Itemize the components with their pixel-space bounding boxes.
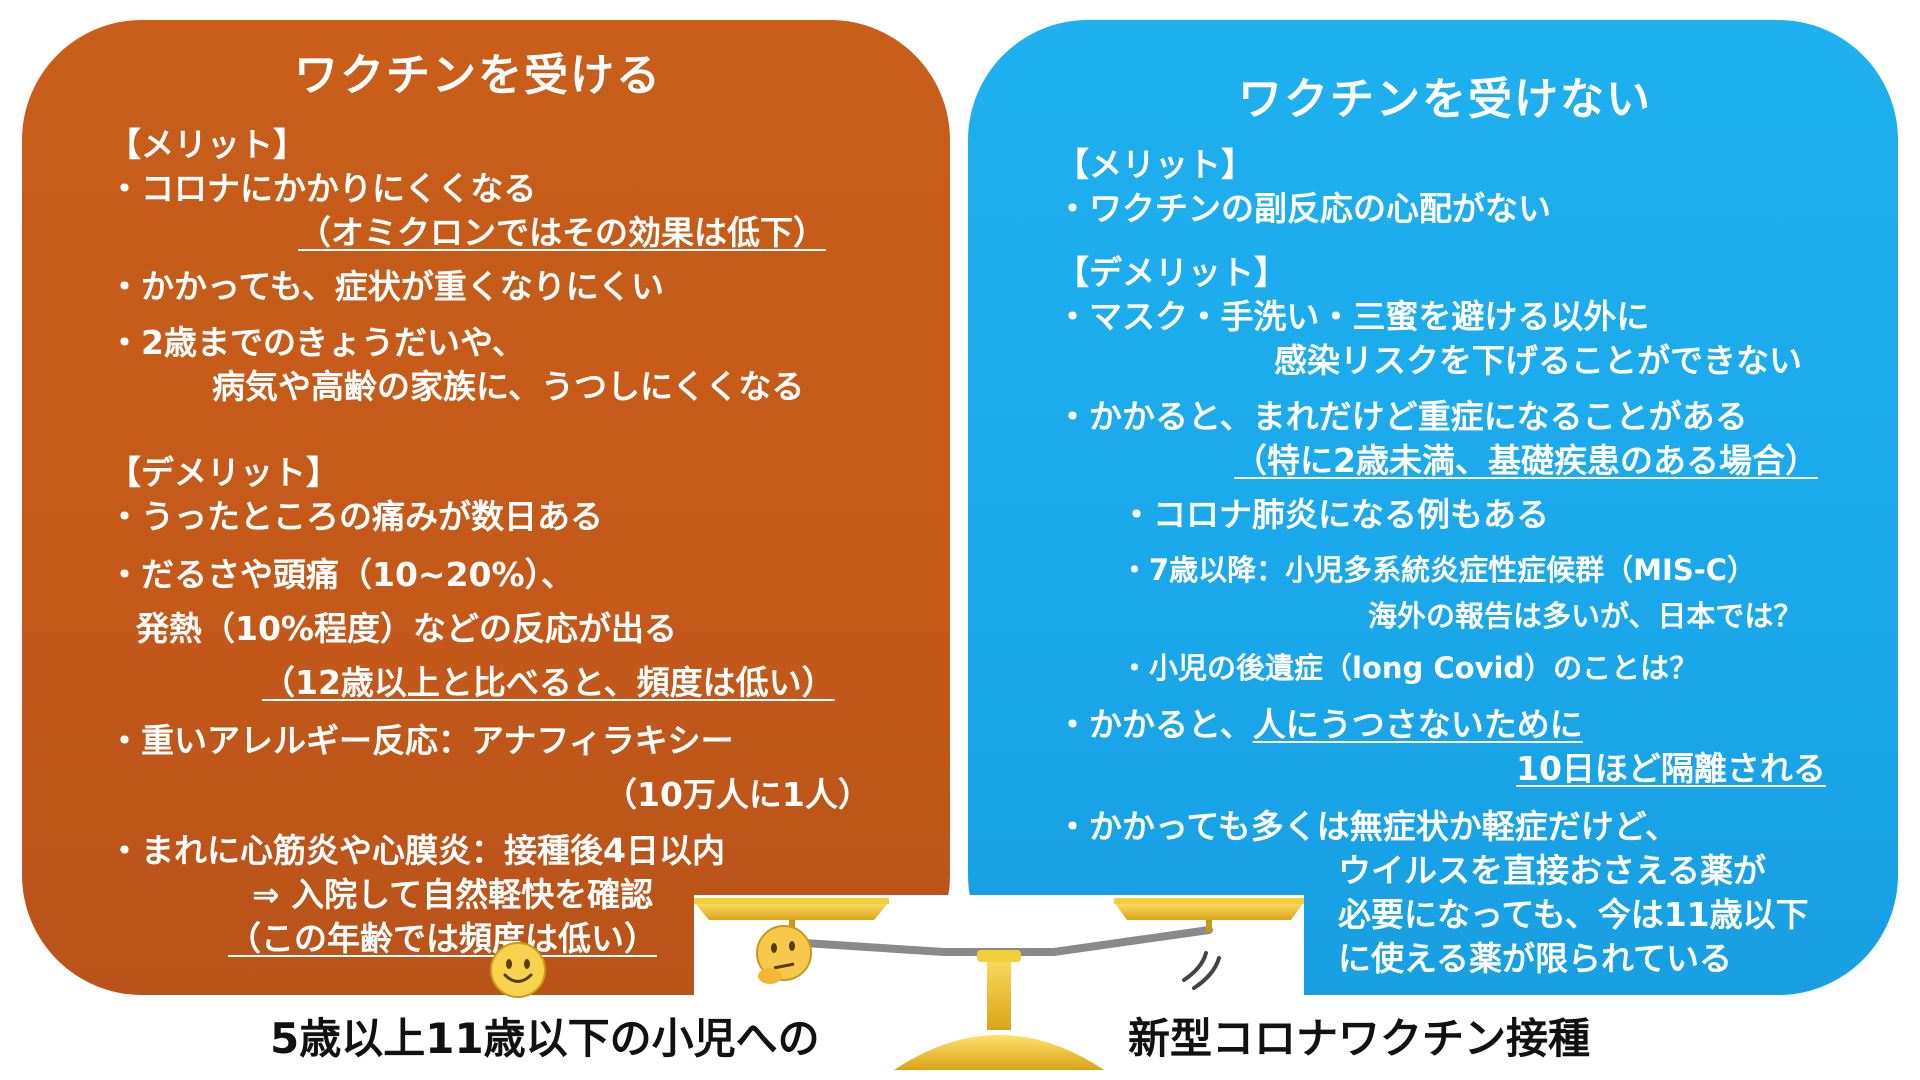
vaccinate-demerit-3: ・重いアレルギー反応：アナフィラキシー xyxy=(108,721,734,760)
vaccinate-merit-2: ・かかっても、症状が重くなりにくい xyxy=(108,267,665,306)
balance-scale-icon xyxy=(694,898,1304,1070)
no-vaccinate-demerit-3a-prefix: ・かかると、 xyxy=(1056,705,1253,744)
caption-left: 5歳以上11歳以下の小児への xyxy=(270,1014,820,1063)
no-vaccinate-demerit-1a: ・マスク・手洗い・三蜜を避ける以外に xyxy=(1056,297,1650,336)
no-vaccinate-sub-long-covid: ・小児の後遺症（long Covid）のことは？ xyxy=(1120,651,1699,685)
vaccinate-merit-3b: 病気や高齢の家族に、うつしにくくなる xyxy=(212,367,805,406)
vaccinate-demerit-2-note: （12歳以上と比べると、頻度は低い） xyxy=(262,663,835,702)
thinking-face-icon xyxy=(756,925,812,984)
vaccinate-demerit-4b: ⇒ 入院して自然軽快を確認 xyxy=(252,875,654,914)
no-vaccinate-demerit-2: ・かかると、まれだけど重症になることがある xyxy=(1056,397,1748,436)
no-vaccinate-sub-misc-a: ・7歳以降：小児多系統炎症性症候群（MIS-C） xyxy=(1120,553,1757,587)
no-vaccinate-merit-header: 【メリット】 xyxy=(1056,145,1254,184)
no-vaccinate-demerit-2-note: （特に2歳未満、基礎疾患のある場合） xyxy=(1234,441,1818,480)
no-vaccinate-demerit-4b: ウイルスを直接おさえる薬が xyxy=(1338,851,1767,890)
no-vaccinate-demerit-3a-underlined: 人にうつさないために xyxy=(1252,705,1583,744)
no-vaccinate-demerit-4a: ・かかっても多くは無症状か軽症だけど、 xyxy=(1056,807,1679,846)
vaccinate-demerit-2b: 発熱（10%程度）などの反応が出る xyxy=(136,609,677,648)
vaccinate-demerit-3-note: （10万人に1人） xyxy=(604,775,871,814)
caption-right: 新型コロナワクチン接種 xyxy=(1128,1014,1591,1063)
smiling-face-icon xyxy=(490,942,546,998)
vaccinate-merit-1: ・コロナにかかりにくくなる xyxy=(108,169,537,208)
no-vaccinate-demerit-4d: に使える薬が限られている xyxy=(1338,939,1733,978)
vaccinate-demerit-1: ・うったところの痛みが数日ある xyxy=(108,497,603,536)
no-vaccinate-demerit-3b: 10日ほど隔離される xyxy=(1516,749,1826,788)
no-vaccinate-sub-pneumonia: ・コロナ肺炎になる例もある xyxy=(1120,495,1549,534)
no-vaccinate-demerit-4c: 必要になっても、今は11歳以下 xyxy=(1338,895,1809,934)
vaccinate-merit-1-note: （オミクロンではその効果は低下） xyxy=(298,213,826,252)
no-vaccinate-sub-misc-b: 海外の報告は多いが、日本では？ xyxy=(1368,599,1803,633)
vaccinate-demerit-header: 【デメリット】 xyxy=(108,453,339,492)
vaccinate-panel: ワクチンを受ける 【メリット】 ・コロナにかかりにくくなる （オミクロンではその… xyxy=(22,20,950,995)
vaccinate-title: ワクチンを受ける xyxy=(294,50,662,101)
no-vaccinate-panel: ワクチンを受けない 【メリット】 ・ワクチンの副反応の心配がない 【デメリット】… xyxy=(968,20,1898,995)
vaccinate-merit-3a: ・2歳までのきょうだいや、 xyxy=(108,323,525,362)
vaccinate-demerit-4-note: （この年齢では頻度は低い） xyxy=(228,919,657,958)
no-vaccinate-title: ワクチンを受けない xyxy=(1238,74,1652,125)
vaccinate-demerit-2a: ・だるさや頭痛（10~20%）、 xyxy=(108,555,575,594)
no-vaccinate-demerit-3a: ・かかると、人にうつさないために xyxy=(1056,708,1583,741)
no-vaccinate-demerit-1b: 感染リスクを下げることができない xyxy=(1274,341,1802,380)
vaccinate-demerit-4a: ・まれに心筋炎や心膜炎：接種後4日以内 xyxy=(108,831,725,870)
vaccinate-merit-header: 【メリット】 xyxy=(108,125,306,164)
no-vaccinate-merit-1: ・ワクチンの副反応の心配がない xyxy=(1056,189,1551,228)
no-vaccinate-demerit-header: 【デメリット】 xyxy=(1056,253,1287,292)
